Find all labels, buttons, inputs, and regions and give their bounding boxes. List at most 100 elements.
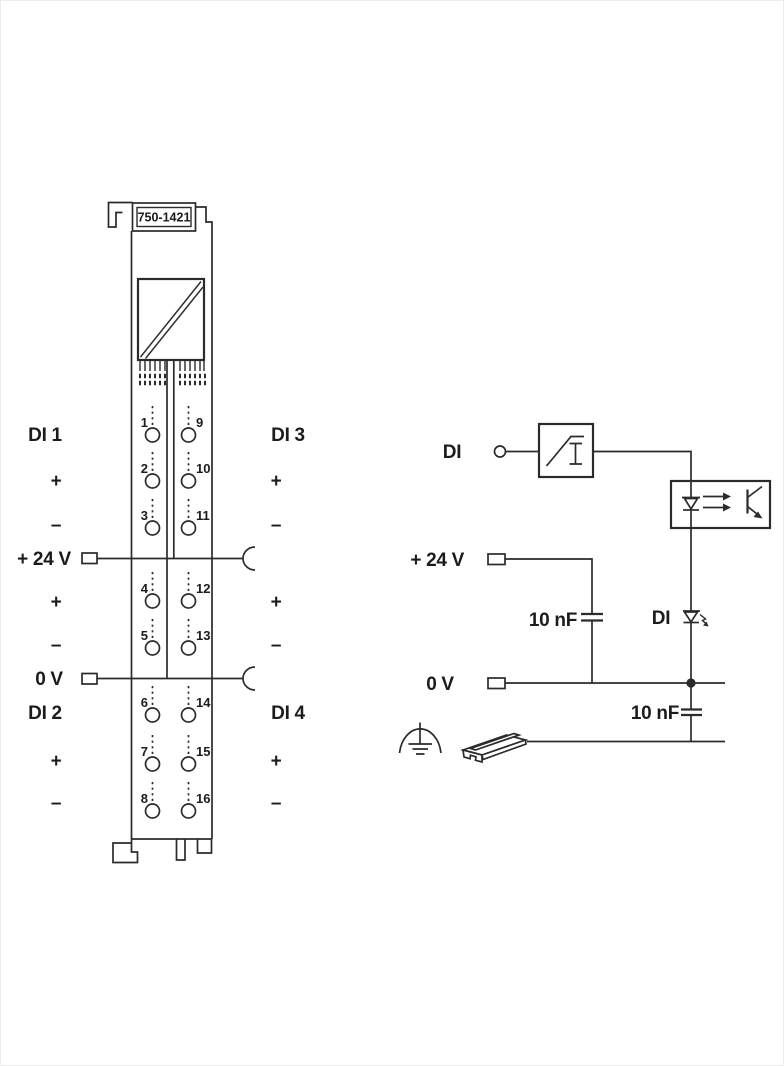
terminal-box-0v (81, 672, 98, 685)
status-led-icon (682, 610, 709, 627)
din-rail-icon (460, 732, 529, 764)
label-di1-minus: – (51, 515, 61, 536)
label-24v: + 24 V (17, 549, 71, 570)
contact-7: 7 (141, 735, 161, 772)
contact-circle (144, 756, 161, 772)
label-di1-plus: + (51, 471, 62, 492)
contact-3: 3 (141, 499, 161, 536)
contact-circle (144, 593, 161, 609)
contact-16: 16 (180, 782, 210, 819)
contact-8: 8 (141, 782, 161, 819)
release-tab (107, 201, 133, 228)
power-jumper-arc-24v (242, 546, 256, 571)
ramp-glyph (545, 435, 584, 467)
arrow-head (723, 503, 731, 512)
mounting-foot-left (112, 839, 139, 864)
status-led-label: DI (652, 608, 670, 629)
label-di4: DI 4 (271, 703, 305, 724)
ground-bars (408, 722, 432, 755)
housing-right-edge (195, 206, 213, 839)
wire-filter-to-opto (593, 450, 692, 498)
contact-circle (144, 473, 161, 489)
zero-volt-label: 0 V (426, 674, 454, 695)
contact-circle (180, 427, 197, 443)
contact-1: 1 (141, 406, 161, 443)
contact-circle (180, 473, 197, 489)
light-arrows-icon (703, 492, 731, 512)
contact-2: 2 (141, 452, 161, 489)
contact-number: 3 (141, 508, 148, 523)
zero-volt-terminal-box (487, 677, 506, 690)
label-di2-plus: + (51, 592, 62, 613)
power-rail-24v (81, 546, 256, 571)
capacitor-plates (581, 612, 603, 622)
isolation-diagonal (139, 281, 204, 359)
power-rail-0v (81, 666, 256, 691)
emitter-arrow (753, 511, 763, 519)
contact-5: 5 (141, 619, 161, 656)
contact-10: 10 (180, 452, 210, 489)
earth-ground-icon (398, 722, 442, 755)
circuit-schematic: DI DI (398, 422, 772, 764)
supply-terminal-box (487, 553, 506, 566)
label-di4-plus: + (271, 592, 282, 613)
power-jumper-arc-0v (242, 666, 256, 691)
flash-zigzag (699, 613, 708, 626)
label-di2b-minus: – (51, 793, 61, 814)
contact-number: 10 (196, 461, 210, 476)
contact-13: 13 (180, 619, 210, 656)
flash-arrow-head (703, 621, 709, 627)
label-di3-minus: – (271, 515, 281, 536)
label-di1: DI 1 (28, 425, 62, 446)
contact-circle (180, 520, 197, 536)
contact-number: 5 (141, 628, 148, 643)
contact-circle (180, 593, 197, 609)
di-input-label: DI (443, 442, 461, 463)
phototransistor-icon (746, 485, 763, 519)
contact-circle (180, 640, 197, 656)
contact-circle (180, 707, 197, 723)
capacitor-2-label: 10 nF (631, 703, 679, 724)
contact-circle (180, 756, 197, 772)
supply-24v-label: + 24 V (410, 550, 464, 571)
pin-field (139, 360, 205, 371)
contact-number: 11 (196, 508, 210, 523)
capacitor-1: 10 nF (529, 610, 603, 631)
arrow-head (723, 492, 731, 501)
di-input-terminal (493, 445, 507, 458)
optocoupler-led-icon (682, 496, 700, 511)
mounting-foot-middle (175, 839, 186, 861)
contact-6: 6 (141, 686, 161, 723)
part-number-box-inner (136, 206, 192, 228)
contact-number: 7 (141, 744, 148, 759)
label-di3: DI 3 (271, 425, 305, 446)
optocoupler-box (669, 479, 772, 530)
rail-front-right (481, 738, 527, 761)
capacitor-1-label: 10 nF (529, 610, 577, 631)
contact-number: 2 (141, 461, 148, 476)
mounting-foot-right (196, 839, 213, 854)
contact-9: 9 (180, 406, 203, 443)
diode-triangle (682, 497, 700, 511)
contact-12: 12 (180, 572, 210, 609)
contact-number: 9 (196, 415, 203, 430)
contact-number: 14 (196, 695, 211, 710)
contact-number: 15 (196, 744, 210, 759)
contact-number: 16 (196, 791, 210, 806)
part-number: 750-1421 (138, 211, 191, 225)
contact-number: 1 (141, 415, 148, 430)
contact-14: 14 (180, 686, 211, 723)
current-glyph (569, 442, 582, 465)
contact-number: 6 (141, 695, 148, 710)
label-di2b-plus: + (51, 751, 62, 772)
contact-circle (144, 803, 161, 819)
io-module: 750-1421 1 (17, 201, 306, 864)
contact-number: 4 (141, 581, 149, 596)
contact-number: 8 (141, 791, 148, 806)
label-di2: DI 2 (28, 703, 62, 724)
label-di2-minus: – (51, 635, 61, 656)
contact-circle (144, 707, 161, 723)
contact-circle (180, 803, 197, 819)
